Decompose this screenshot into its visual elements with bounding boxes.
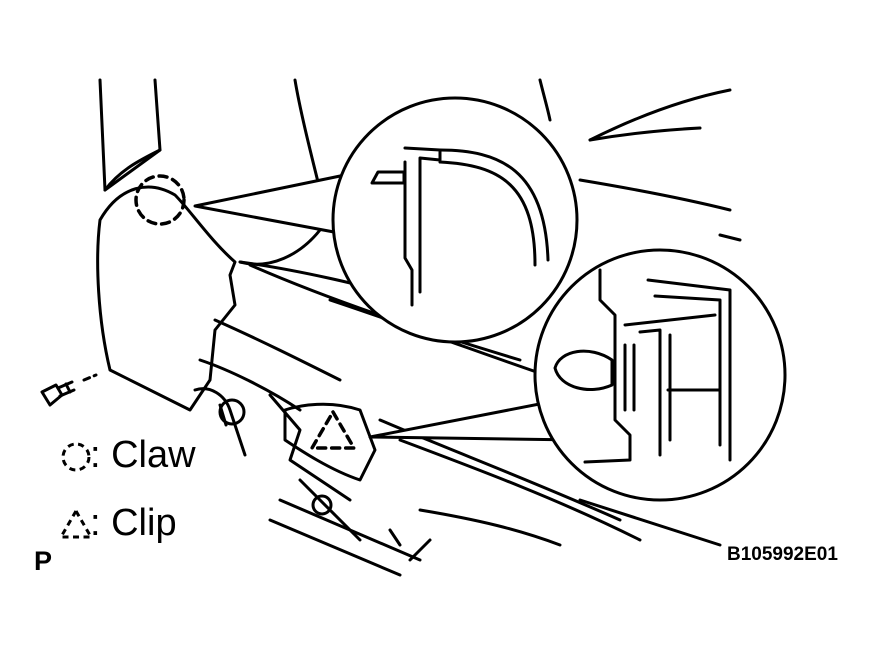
side-shield-cover xyxy=(96,185,342,412)
view-marker: P xyxy=(34,546,53,576)
seat-anchor-bolt xyxy=(218,398,333,516)
figure-code: B105992E01 xyxy=(727,544,838,565)
clip-marker xyxy=(310,410,356,450)
clip-legend-icon xyxy=(58,507,94,539)
clip-legend-label: : Clip xyxy=(90,502,177,544)
claw-legend-label: : Claw xyxy=(90,434,196,476)
screw-icon xyxy=(40,373,98,407)
claw-detail-callout xyxy=(193,96,579,344)
clip-detail-callout xyxy=(368,248,787,502)
claw-legend-icon xyxy=(61,442,91,472)
claw-marker xyxy=(134,174,186,226)
